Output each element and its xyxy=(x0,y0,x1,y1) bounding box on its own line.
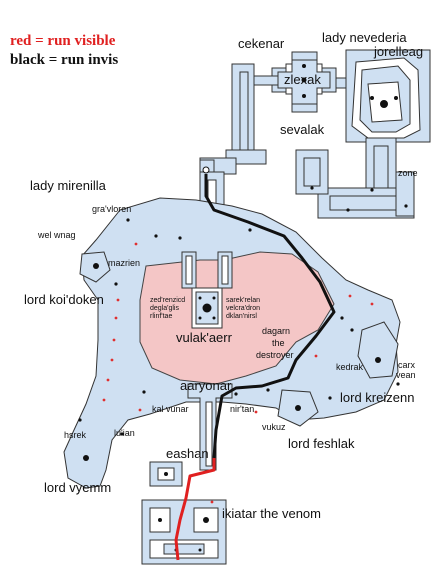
ikiatar-complex xyxy=(141,499,227,565)
jorelleag-room xyxy=(345,49,431,143)
label-lady-mirenilla: lady mirenilla xyxy=(30,178,107,193)
legend-red-route: red = run visible xyxy=(10,33,116,49)
vyemm-lobe xyxy=(78,418,124,461)
label-nirtan: nir'tan xyxy=(230,404,254,414)
label-lord-vyemm: lord vyemm xyxy=(44,480,111,495)
label-kal-vunar: kal vunar xyxy=(152,404,189,414)
label-dagarn-line1: dagarn xyxy=(262,326,290,336)
label-sarek-line1: sarek'relan xyxy=(226,297,260,304)
invisible-route-line xyxy=(204,174,336,459)
label-zlexak: zlexak xyxy=(284,72,321,87)
label-lady-nevederia: lady nevederia xyxy=(322,30,407,45)
label-dagarn-line3: destroyer xyxy=(256,350,294,360)
label-zone: zone xyxy=(398,168,418,178)
label-lord-feshlak: lord feshlak xyxy=(288,436,355,451)
koidoken-alcove xyxy=(79,251,111,283)
label-dagarn-line2: the xyxy=(272,338,285,348)
label-mazrien: mazrien xyxy=(108,258,140,268)
label-carx-line1: carx xyxy=(398,360,416,370)
label-kedrak: kedrak xyxy=(336,362,364,372)
label-zed-line2: degla'glis xyxy=(150,305,179,312)
label-wel-wnag: wel wnag xyxy=(37,230,76,240)
label-lord-kreizenn: lord kreizenn xyxy=(340,390,414,405)
label-jorelleag: jorelleag xyxy=(373,44,423,59)
room-markers xyxy=(114,218,344,396)
label-vulakaerr: vulak'aerr xyxy=(176,330,233,345)
label-hsrek: hsrek xyxy=(64,430,87,440)
label-sevalak: sevalak xyxy=(280,122,325,137)
zlexak-cross-room xyxy=(271,51,337,113)
label-lord-koidoken: lord koi'doken xyxy=(24,292,104,307)
vulakaerr-throne-area xyxy=(139,251,335,385)
legend-black-route: black = run invis xyxy=(10,52,118,68)
label-zed-line1: zed'renzicd xyxy=(150,297,185,304)
visible-route-line xyxy=(174,458,216,561)
entrance-marker xyxy=(202,166,210,174)
red-markers xyxy=(102,242,374,504)
label-aaryonar: aaryonar xyxy=(180,378,232,393)
label-sarek-line2: velcra'dron xyxy=(226,305,260,312)
label-gravloren: gra'vloren xyxy=(92,204,131,214)
label-eashan: eashan xyxy=(166,446,209,461)
label-vukuz: vukuz xyxy=(262,422,286,432)
label-zed-line3: rlinf'tae xyxy=(150,313,172,320)
eashan-room xyxy=(149,461,183,487)
feshlak-lobe xyxy=(266,388,332,427)
label-cekenar: cekenar xyxy=(238,36,285,51)
label-carx-line2: vean xyxy=(396,370,416,380)
east-lobes xyxy=(350,321,400,386)
label-sarek-line3: dklan'nirsl xyxy=(226,313,257,320)
label-ikiatar: ikiatar the venom xyxy=(222,506,321,521)
zone-corridor xyxy=(295,137,415,219)
label-luian: lu'ian xyxy=(114,428,135,438)
